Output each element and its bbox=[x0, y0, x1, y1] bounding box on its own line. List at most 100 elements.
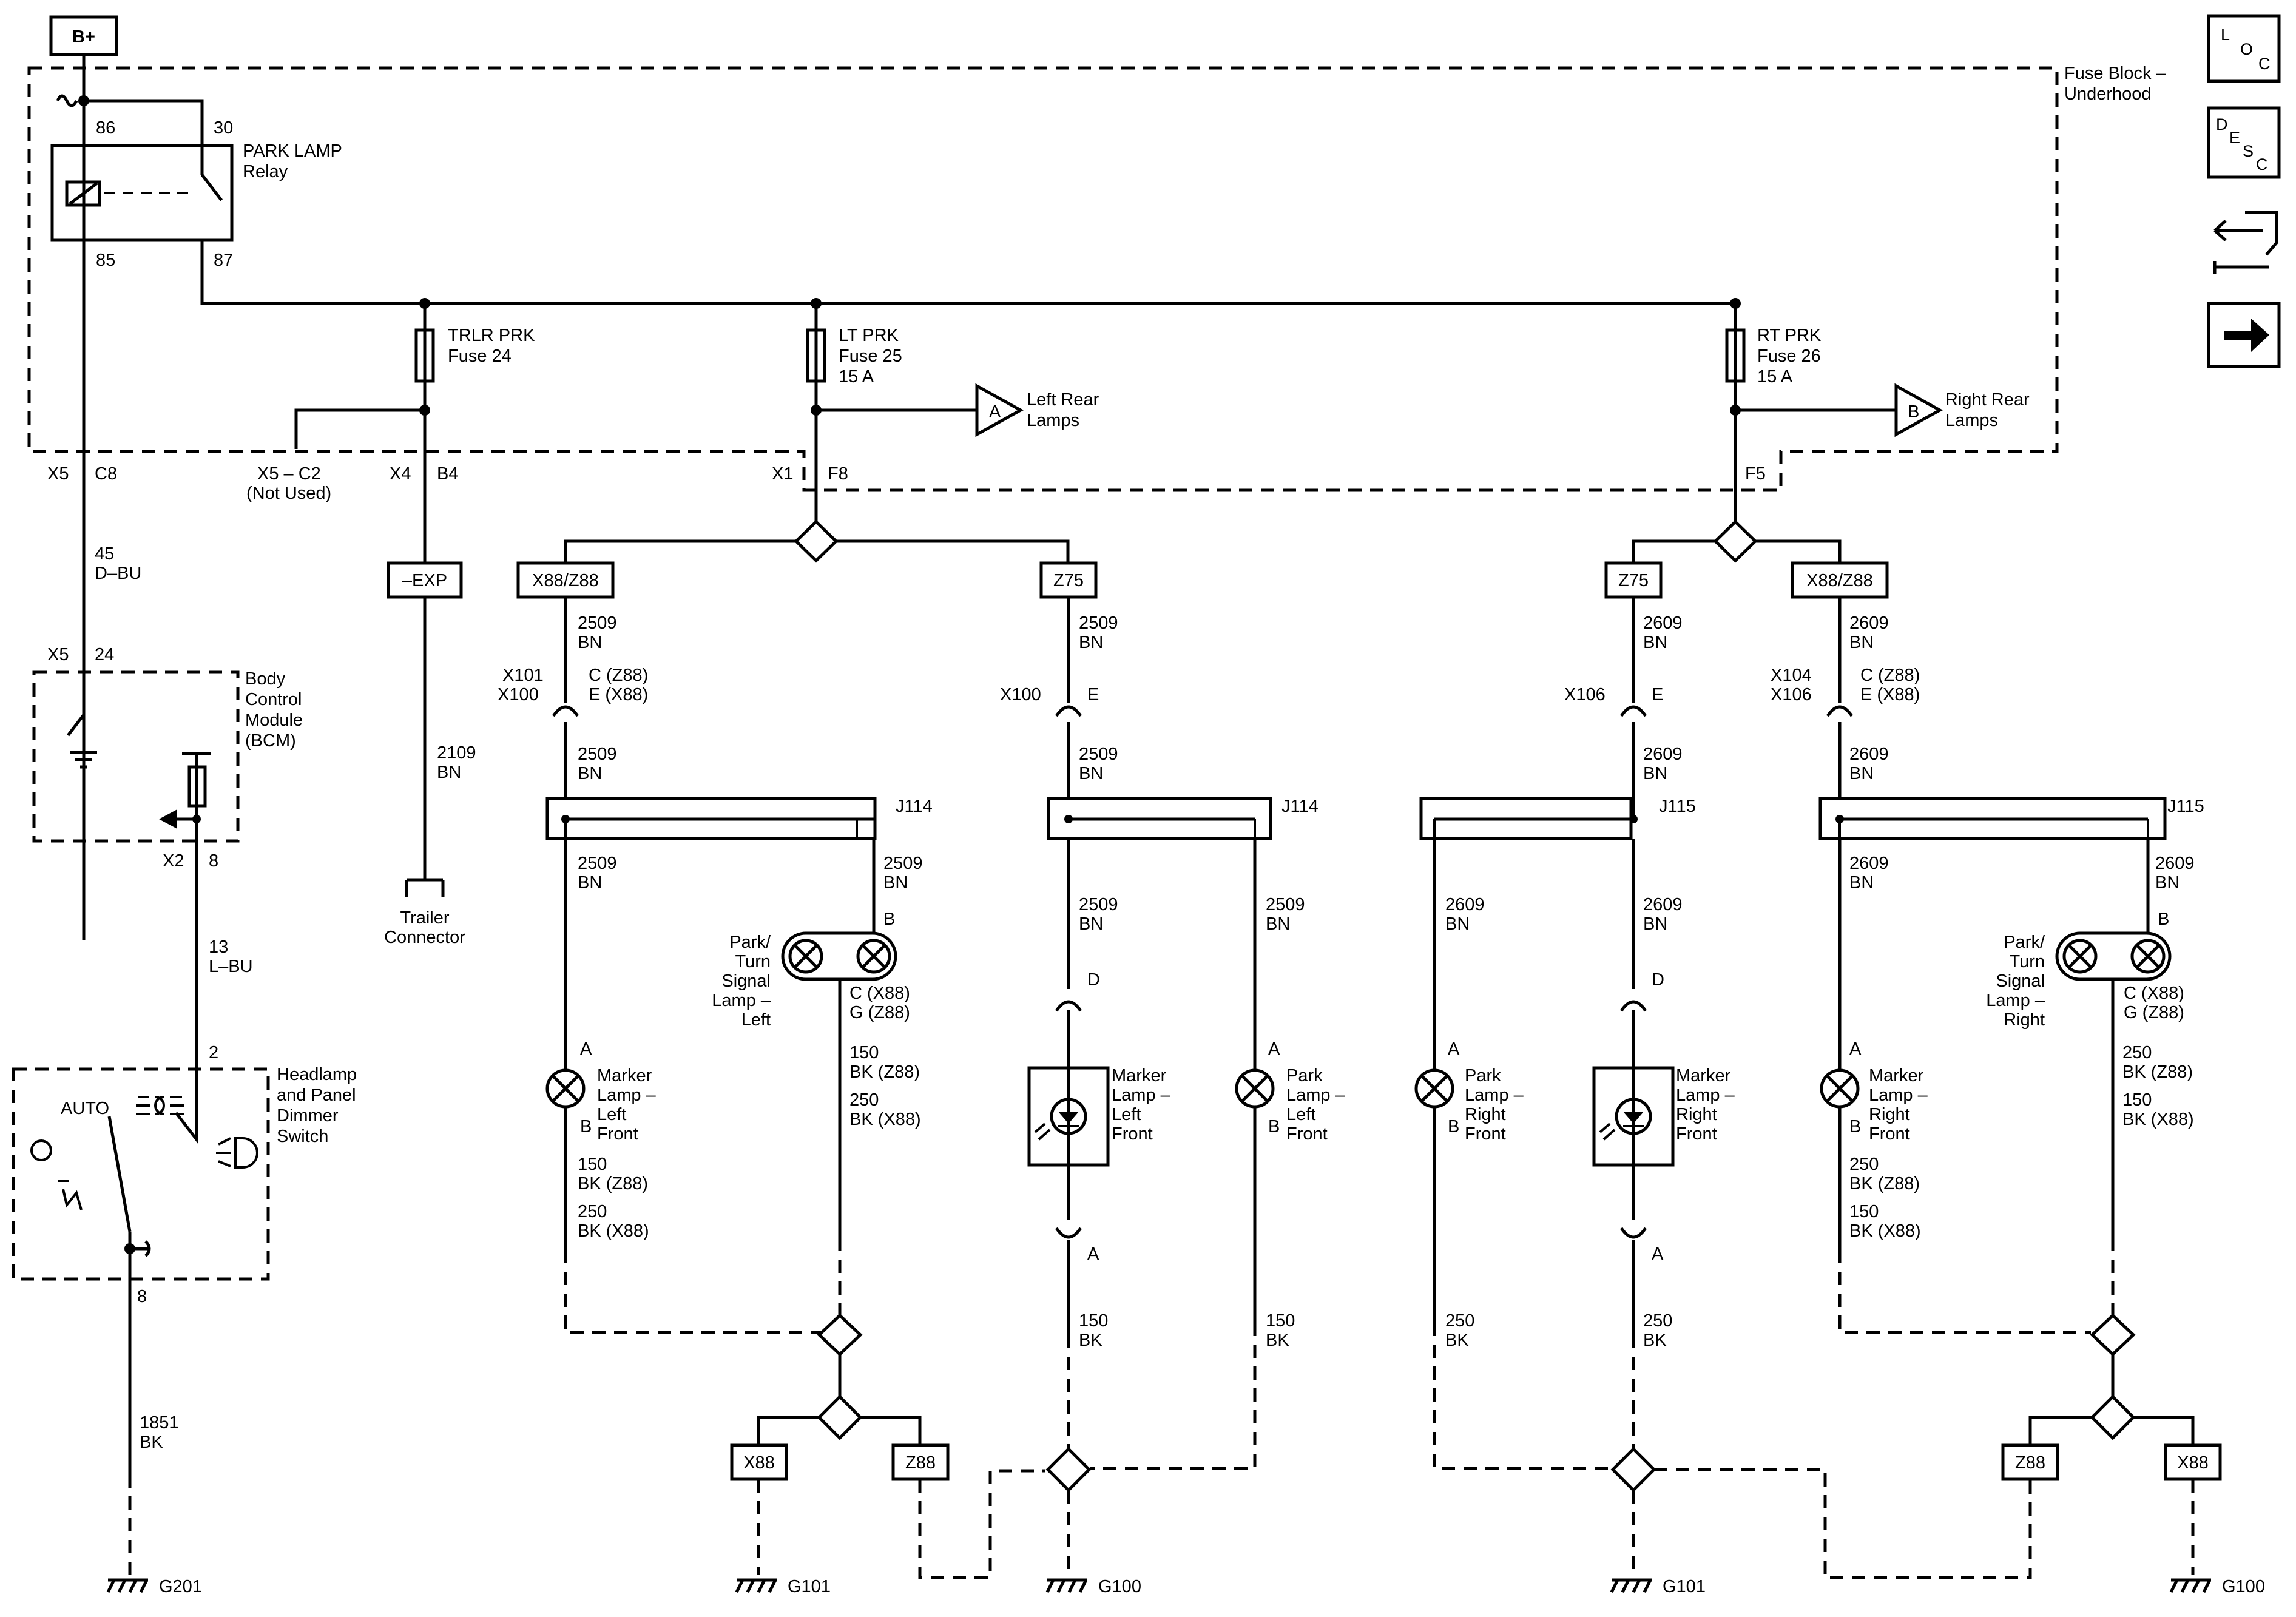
svg-text:BK: BK bbox=[1445, 1331, 1469, 1350]
ground-g201: G201 bbox=[106, 1577, 202, 1596]
inline-connector-x106 bbox=[1619, 705, 1647, 717]
wire-1851-color: BK bbox=[140, 1433, 163, 1452]
svg-text:Turn: Turn bbox=[2009, 952, 2045, 971]
conn-x4: X4 bbox=[390, 464, 411, 484]
splice-diamond-g101-right bbox=[1610, 1447, 1656, 1493]
pin-85: 85 bbox=[96, 251, 115, 270]
wire-13-color: L–BU bbox=[209, 957, 253, 976]
pin-30: 30 bbox=[214, 118, 233, 138]
offpage-b-right-rear[interactable]: B Right Rear Lamps bbox=[1894, 383, 2030, 437]
fuse-rt-prk: RT PRK Fuse 26 15 A bbox=[1725, 298, 1896, 522]
svg-text:X88: X88 bbox=[743, 1453, 775, 1473]
svg-text:15 A: 15 A bbox=[1757, 367, 1793, 387]
svg-text:Left: Left bbox=[741, 1010, 771, 1030]
conn-f8: F8 bbox=[828, 464, 848, 484]
svg-text:E: E bbox=[1652, 685, 1663, 704]
conn-f5: F5 bbox=[1745, 464, 1766, 484]
conn-2: 2 bbox=[209, 1043, 218, 1062]
wire-2109-color: BN bbox=[437, 763, 461, 782]
pin-87: 87 bbox=[214, 251, 233, 270]
fuse-block-label-2: Underhood bbox=[2064, 84, 2152, 104]
svg-text:Z75: Z75 bbox=[1618, 571, 1649, 590]
svg-text:BN: BN bbox=[1079, 914, 1103, 934]
svg-text:2509: 2509 bbox=[1079, 895, 1118, 914]
svg-text:G101: G101 bbox=[788, 1577, 831, 1596]
svg-text:A: A bbox=[1268, 1039, 1280, 1059]
svg-text:2509: 2509 bbox=[1079, 613, 1118, 633]
svg-text:Left: Left bbox=[597, 1105, 626, 1124]
svg-text:G100: G100 bbox=[2222, 1577, 2265, 1596]
splice-diamond-lower-left bbox=[817, 1313, 863, 1357]
svg-text:A: A bbox=[1849, 1039, 1862, 1059]
conn-24: 24 bbox=[95, 645, 114, 664]
repair-wrench-icon[interactable] bbox=[2213, 211, 2278, 274]
arrow-right-icon[interactable] bbox=[2207, 302, 2281, 368]
description-icon[interactable]: D E S C bbox=[2207, 106, 2281, 179]
option-z88-br: Z88 bbox=[2001, 1443, 2059, 1481]
svg-text:Park: Park bbox=[1465, 1066, 1501, 1085]
location-icon[interactable]: L O C bbox=[2207, 14, 2281, 83]
svg-text:E: E bbox=[1087, 685, 1099, 704]
svg-text:B: B bbox=[1908, 402, 1919, 422]
svg-text:Signal: Signal bbox=[1996, 971, 2045, 991]
svg-text:RT PRK: RT PRK bbox=[1757, 326, 1822, 345]
svg-text:E: E bbox=[2229, 129, 2240, 147]
inline-connector-x104 bbox=[1826, 705, 1854, 717]
svg-text:BK (Z88): BK (Z88) bbox=[578, 1174, 648, 1193]
svg-text:Marker: Marker bbox=[1869, 1066, 1924, 1085]
offpage-a-left-rear[interactable]: A Left Rear Lamps bbox=[975, 383, 1099, 437]
splice-pack-j115-a: J115 bbox=[1419, 797, 1696, 840]
svg-text:250: 250 bbox=[1445, 1311, 1474, 1331]
svg-text:and Panel: and Panel bbox=[277, 1085, 356, 1105]
svg-text:X101: X101 bbox=[502, 666, 544, 685]
conn-not-used: (Not Used) bbox=[246, 484, 331, 503]
svg-text:B: B bbox=[580, 1117, 592, 1136]
svg-text:Right: Right bbox=[1869, 1105, 1910, 1124]
svg-text:2609: 2609 bbox=[2155, 854, 2195, 873]
svg-text:250: 250 bbox=[2122, 1043, 2152, 1062]
conn-x2: X2 bbox=[163, 851, 184, 871]
svg-text:G100: G100 bbox=[1098, 1577, 1141, 1596]
connector-symbol bbox=[56, 94, 78, 107]
svg-text:Module: Module bbox=[245, 711, 303, 730]
marker-lamp-right-front: A B Marker Lamp – Right Front bbox=[1820, 1039, 1928, 1144]
svg-text:2509: 2509 bbox=[1079, 744, 1118, 764]
svg-text:C (Z88): C (Z88) bbox=[1860, 666, 1920, 685]
svg-text:Turn: Turn bbox=[735, 952, 771, 971]
svg-text:Switch: Switch bbox=[277, 1127, 328, 1146]
splice-pack-j114-b: J114 bbox=[1047, 797, 1319, 840]
svg-text:Left: Left bbox=[1112, 1105, 1141, 1124]
svg-text:Park/: Park/ bbox=[729, 933, 771, 952]
svg-text:2509: 2509 bbox=[578, 854, 617, 873]
svg-text:X104: X104 bbox=[1771, 666, 1812, 685]
svg-text:Right: Right bbox=[2004, 1010, 2045, 1030]
svg-text:2609: 2609 bbox=[1643, 744, 1683, 764]
b-plus-label: B+ bbox=[72, 27, 95, 47]
svg-text:Lamp –: Lamp – bbox=[1465, 1085, 1524, 1105]
svg-text:150: 150 bbox=[1079, 1311, 1108, 1331]
svg-text:D: D bbox=[2216, 115, 2228, 133]
option-x88-br: X88 bbox=[2164, 1443, 2222, 1481]
svg-text:BK (X88): BK (X88) bbox=[849, 1110, 921, 1129]
svg-text:BK: BK bbox=[1079, 1331, 1102, 1350]
svg-text:G201: G201 bbox=[159, 1577, 202, 1596]
wire-2109-num: 2109 bbox=[437, 743, 476, 763]
relay-sub: Relay bbox=[243, 162, 288, 181]
svg-text:A: A bbox=[1448, 1039, 1460, 1059]
conn-x5b: X5 bbox=[47, 645, 69, 664]
svg-text:Control: Control bbox=[245, 690, 302, 709]
svg-text:G (Z88): G (Z88) bbox=[2124, 1003, 2184, 1022]
svg-text:C: C bbox=[2258, 55, 2271, 73]
svg-text:J115: J115 bbox=[2167, 797, 2204, 816]
svg-text:D: D bbox=[1087, 970, 1100, 990]
svg-text:BK (X88): BK (X88) bbox=[578, 1221, 649, 1241]
svg-text:–EXP: –EXP bbox=[402, 571, 447, 590]
svg-text:Park/: Park/ bbox=[2004, 933, 2045, 952]
splice-diamond-bottom-left bbox=[817, 1394, 863, 1440]
svg-text:B: B bbox=[2158, 910, 2169, 929]
svg-text:TRLR PRK: TRLR PRK bbox=[448, 326, 535, 345]
svg-text:Lamps: Lamps bbox=[1945, 411, 1998, 430]
svg-text:15 A: 15 A bbox=[839, 367, 874, 387]
svg-text:Z75: Z75 bbox=[1053, 571, 1084, 590]
ground-g101-right: G101 bbox=[1610, 1577, 1706, 1596]
